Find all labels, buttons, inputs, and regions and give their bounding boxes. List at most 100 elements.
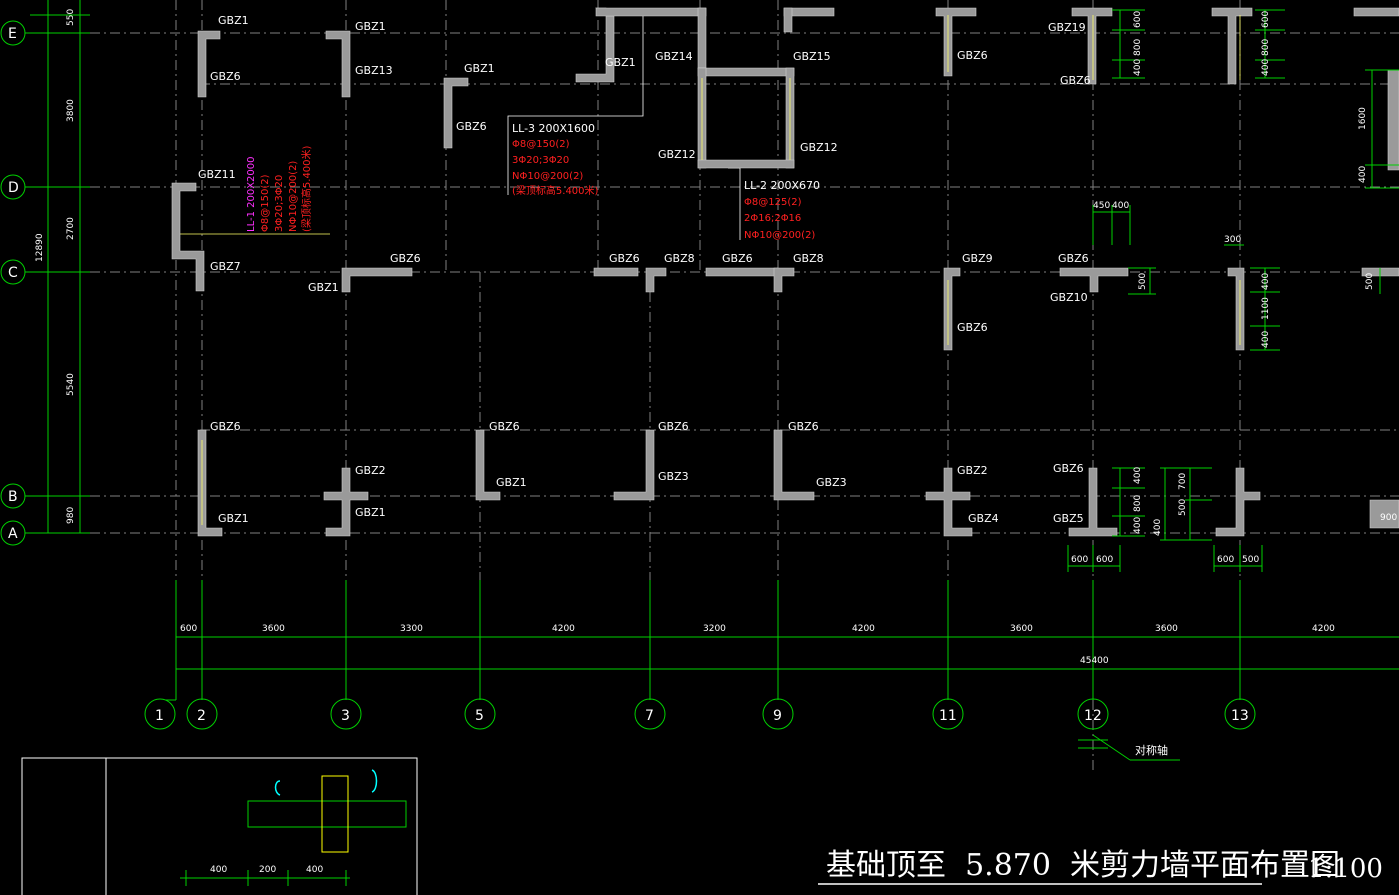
local-dim: 450 bbox=[1093, 201, 1110, 211]
wall-label: GBZ15 bbox=[793, 50, 831, 63]
ll3-line: LL-3 200X1600 bbox=[512, 122, 595, 135]
dim-left-980: 980 bbox=[66, 507, 76, 524]
wall-labels: GBZ1 GBZ1 GBZ6 GBZ13 GBZ1 GBZ6 GBZ1 GBZ1… bbox=[198, 14, 1091, 525]
wall-label: GBZ1 bbox=[355, 506, 386, 519]
wall-label: GBZ1 bbox=[605, 56, 636, 69]
wall-label: GBZ12 bbox=[658, 148, 696, 161]
drawing-title-block: 基础顶至 5.870 米剪力墙平面布置图 1:100 bbox=[818, 848, 1383, 885]
local-dim: 400 bbox=[1261, 59, 1271, 76]
local-dim: 900 bbox=[1380, 513, 1397, 523]
ll1-line: NΦ10@200(2) bbox=[288, 161, 299, 232]
wall-label: GBZ6 bbox=[788, 420, 819, 433]
wall-label: GBZ1 bbox=[464, 62, 495, 75]
col-axis-1: 1 bbox=[155, 708, 164, 724]
local-dim: 400 bbox=[1133, 59, 1143, 76]
wall-label: GBZ9 bbox=[962, 252, 993, 265]
wall-label: GBZ6 bbox=[210, 70, 241, 83]
ll3-line: 3Φ20;3Φ20 bbox=[512, 155, 569, 166]
wall-label: GBZ6 bbox=[609, 252, 640, 265]
local-dim: 400 bbox=[1112, 201, 1129, 211]
wall-label: GBZ10 bbox=[1050, 291, 1088, 304]
dim-left-2700: 2700 bbox=[66, 217, 76, 240]
drawing-scale: 1:100 bbox=[1308, 854, 1383, 884]
ll3-line: Φ8@150(2) bbox=[512, 139, 570, 150]
wall-label: GBZ2 bbox=[957, 464, 988, 477]
wall-label: GBZ1 bbox=[218, 512, 249, 525]
dim-bottom-3600b: 3600 bbox=[1010, 624, 1033, 634]
wall-label: GBZ6 bbox=[658, 420, 689, 433]
dim-bottom-3600c: 3600 bbox=[1155, 624, 1178, 634]
local-dim: 600 bbox=[1261, 11, 1271, 28]
wall-label: GBZ1 bbox=[496, 476, 527, 489]
wall-label: GBZ7 bbox=[210, 260, 241, 273]
bottom-dimension-chain: 600 3600 3300 4200 3200 4200 3600 3600 4… bbox=[175, 580, 1399, 700]
dim-bottom-total: 45400 bbox=[1080, 656, 1109, 666]
row-axis-lines bbox=[30, 32, 1399, 534]
detail-dim: 400 bbox=[210, 865, 227, 875]
ll3-line: NΦ10@200(2) bbox=[512, 171, 583, 182]
local-dim: 600 bbox=[1217, 555, 1234, 565]
col-axis-9: 9 bbox=[773, 708, 782, 724]
wall-label: GBZ8 bbox=[793, 252, 824, 265]
ll1-line: (梁顶标高5.400米) bbox=[300, 145, 313, 232]
col-axis-13: 13 bbox=[1231, 708, 1249, 724]
local-dim: 500 bbox=[1242, 555, 1259, 565]
ll1-line: 3Φ20;3Φ20 bbox=[274, 175, 285, 232]
wall-label: GBZ6 bbox=[456, 120, 487, 133]
dim-bottom-3300: 3300 bbox=[400, 624, 423, 634]
wall-label: GBZ6 bbox=[722, 252, 753, 265]
col-axis-3: 3 bbox=[341, 708, 350, 724]
beam-annotation-ll3: LL-3 200X1600 Φ8@150(2) 3Φ20;3Φ20 NΦ10@2… bbox=[512, 122, 599, 197]
beam-annotation-ll1: LL-1 200X2000 Φ8@150(2) 3Φ20;3Φ20 NΦ10@2… bbox=[246, 145, 313, 232]
row-axis-E: E bbox=[8, 26, 17, 42]
local-dimensions: 600 800 400 600 800 400 1600 400 450 400… bbox=[1067, 9, 1399, 572]
wall-label: GBZ5 bbox=[1053, 512, 1084, 525]
wall-label: GBZ6 bbox=[1053, 462, 1084, 475]
shear-walls bbox=[171, 7, 1399, 537]
row-axis-A: A bbox=[8, 526, 18, 542]
wall-label: GBZ1 bbox=[355, 20, 386, 33]
wall-label: GBZ6 bbox=[489, 420, 520, 433]
local-dim: 500 bbox=[1178, 499, 1188, 516]
dim-bottom-4200b: 4200 bbox=[852, 624, 875, 634]
wall-label: GBZ6 bbox=[1058, 252, 1089, 265]
dim-left-550: 550 bbox=[66, 9, 76, 26]
local-dim: 400 bbox=[1261, 273, 1271, 290]
local-dim: 400 bbox=[1133, 467, 1143, 484]
wall-label: GBZ11 bbox=[198, 168, 236, 181]
wall-label: GBZ2 bbox=[355, 464, 386, 477]
wall-label: GBZ4 bbox=[968, 512, 999, 525]
column-axis-lines bbox=[175, 0, 1241, 770]
dim-left-total: 12890 bbox=[35, 233, 45, 262]
local-dim: 400 bbox=[1358, 166, 1368, 183]
wall-label: GBZ8 bbox=[664, 252, 695, 265]
local-dim: 800 bbox=[1133, 39, 1143, 56]
local-dim: 600 bbox=[1071, 555, 1088, 565]
row-axis-D: D bbox=[8, 180, 19, 196]
dim-bottom-3600a: 3600 bbox=[262, 624, 285, 634]
wall-label: GBZ13 bbox=[355, 64, 393, 77]
local-dim: 1600 bbox=[1358, 107, 1368, 130]
col-axis-12: 12 bbox=[1084, 708, 1102, 724]
dim-bottom-600: 600 bbox=[180, 624, 197, 634]
local-dim: 600 bbox=[1133, 11, 1143, 28]
ll3-line: (梁顶标高5.400米) bbox=[512, 184, 599, 197]
ll1-line: LL-1 200X2000 bbox=[246, 156, 257, 232]
local-dim: 1100 bbox=[1261, 297, 1271, 320]
local-dim: 700 bbox=[1178, 473, 1188, 490]
dim-bottom-4200c: 4200 bbox=[1312, 624, 1335, 634]
row-axis-B: B bbox=[8, 489, 18, 505]
wall-label: GBZ6 bbox=[390, 252, 421, 265]
local-dim: 400 bbox=[1153, 519, 1163, 536]
local-dim: 500 bbox=[1138, 273, 1148, 290]
beam-annotation-ll2: LL-2 200X670 Φ8@125(2) 2Φ16;2Φ16 NΦ10@20… bbox=[744, 179, 820, 241]
wall-label: GBZ6 bbox=[1060, 74, 1091, 87]
local-dim: 600 bbox=[1096, 555, 1113, 565]
column-axis-bubbles: 1 2 3 5 7 9 11 12 13 bbox=[144, 698, 1256, 730]
wall-label: GBZ6 bbox=[957, 49, 988, 62]
wall-label: GBZ6 bbox=[957, 321, 988, 334]
dim-left-5540: 5540 bbox=[66, 373, 76, 396]
rebar-detail-box: 400 200 400 bbox=[21, 757, 418, 895]
ll1-line: Φ8@150(2) bbox=[260, 174, 271, 232]
